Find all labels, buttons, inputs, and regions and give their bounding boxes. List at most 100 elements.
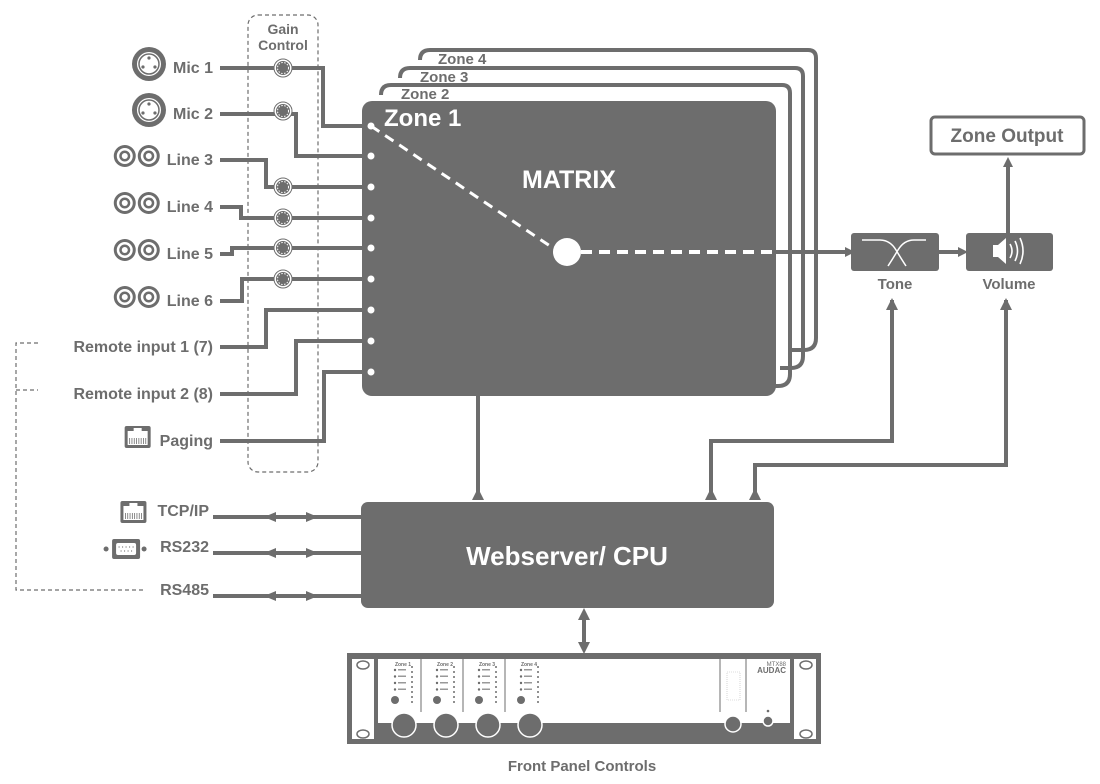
front-panel-zone: Zone 2 xyxy=(420,659,459,738)
master-volume-knob[interactable] xyxy=(724,715,742,733)
webserver-cpu-box xyxy=(361,502,774,608)
gain-knob-icon[interactable] xyxy=(273,208,293,228)
input-wiring xyxy=(220,66,362,443)
arrow-right-icon xyxy=(306,591,318,601)
zone-stack: Zone 4 Zone 3 Zone 2 xyxy=(379,48,818,388)
input-label: Remote input 2 (8) xyxy=(73,386,213,403)
remote-rs485-link xyxy=(15,342,146,591)
arrow-right-icon xyxy=(306,512,318,522)
input-item: Line 6 xyxy=(113,286,213,310)
input-label: Paging xyxy=(160,433,213,450)
rj45-icon xyxy=(124,426,151,448)
input-item: Remote input 2 (8) xyxy=(73,386,213,403)
gain-knobs xyxy=(273,58,293,289)
input-label: Line 4 xyxy=(167,199,213,216)
gain-knob-icon[interactable] xyxy=(273,238,293,258)
zone-select-button[interactable] xyxy=(391,696,399,704)
matrix-input-dot xyxy=(367,214,375,222)
input-label: Mic 1 xyxy=(173,60,213,77)
gain-control-label: Gain xyxy=(267,21,298,37)
rca-icon xyxy=(113,145,160,167)
matrix-input-dot xyxy=(367,244,375,252)
matrix-label: MATRIX xyxy=(522,166,616,194)
zone-3-label: Zone 3 xyxy=(420,69,468,86)
input-label: Line 6 xyxy=(167,293,213,310)
zone-select-button[interactable] xyxy=(475,696,483,704)
zone-output-label: Zone Output xyxy=(951,126,1065,147)
control-port-tcpip: TCP/IP xyxy=(120,501,361,523)
arrow-right-icon xyxy=(306,548,318,558)
matrix-crosspoint xyxy=(553,238,581,266)
input-label: Mic 2 xyxy=(173,106,213,123)
front-panel-zone: Zone 3 xyxy=(462,659,501,738)
zone-4-label: Zone 4 xyxy=(438,51,487,68)
gain-knob-icon[interactable] xyxy=(273,177,293,197)
zone-2-panel xyxy=(379,83,792,388)
db9-icon xyxy=(103,539,147,559)
matrix-route-line xyxy=(370,124,554,250)
gain-control-region: Gain Control xyxy=(247,14,319,473)
zone-volume-knob[interactable] xyxy=(475,712,501,738)
input-item: Mic 1 xyxy=(131,47,213,81)
control-port-label: RS485 xyxy=(160,582,209,599)
matrix-input-dot xyxy=(367,275,375,283)
rj45-icon xyxy=(120,501,147,523)
xlr-icon xyxy=(131,93,166,127)
zone-volume-knob[interactable] xyxy=(433,712,459,738)
control-port-rs232: RS232 xyxy=(103,539,361,559)
rca-icon xyxy=(113,239,160,261)
front-panel-zone-label: Zone 2 xyxy=(437,662,453,668)
cpu-volume-wire xyxy=(753,300,1008,500)
input-label: Line 5 xyxy=(167,246,213,263)
model-label: MTX88 xyxy=(767,662,787,668)
zone-volume-knob[interactable] xyxy=(517,712,543,738)
front-panel-zone: Zone 4 xyxy=(504,659,543,738)
front-panel-zone-label: Zone 1 xyxy=(395,662,411,668)
arrow-left-icon xyxy=(264,512,276,522)
control-port-rs485: RS485 xyxy=(160,582,361,601)
matrix-input-dot xyxy=(367,368,375,376)
arrow-left-icon xyxy=(264,548,276,558)
input-item: Line 5 xyxy=(113,239,213,263)
input-item: Mic 2 xyxy=(131,93,213,127)
gain-knob-icon[interactable] xyxy=(273,58,293,78)
tone-label: Tone xyxy=(878,276,913,293)
gain-control-label: Control xyxy=(258,37,308,53)
rca-icon xyxy=(113,286,160,308)
input-item: Remote input 1 (7) xyxy=(73,339,213,356)
volume-block[interactable] xyxy=(966,233,1053,271)
front-panel-zone-label: Zone 3 xyxy=(479,662,495,668)
input-label: Line 3 xyxy=(167,152,213,169)
cpu-tone-wire xyxy=(709,300,894,500)
zone-select-button[interactable] xyxy=(517,696,525,704)
input-label: Remote input 1 (7) xyxy=(73,339,213,356)
power-button[interactable] xyxy=(762,715,774,727)
zone-1-label: Zone 1 xyxy=(384,105,461,132)
matrix-input-dot xyxy=(367,183,375,191)
control-port-label: TCP/IP xyxy=(157,503,209,520)
zone-volume-knob[interactable] xyxy=(391,712,417,738)
gain-knob-icon[interactable] xyxy=(273,269,293,289)
input-item: Paging xyxy=(124,426,213,450)
input-item: Line 3 xyxy=(113,145,213,169)
tone-curve-icon xyxy=(862,239,926,267)
volume-label: Volume xyxy=(982,276,1035,293)
front-panel-caption: Front Panel Controls xyxy=(508,758,656,775)
front-panel-zone-label: Zone 4 xyxy=(521,662,537,668)
speaker-icon xyxy=(993,237,1024,265)
zone-select-button[interactable] xyxy=(433,696,441,704)
zone-4-panel xyxy=(418,48,818,352)
gain-knob-icon[interactable] xyxy=(273,101,293,121)
zone-3-panel xyxy=(398,66,805,370)
matrix-input-dot xyxy=(367,337,375,345)
control-port-label: RS232 xyxy=(160,539,209,556)
matrix-input-dot xyxy=(367,306,375,314)
xlr-icon xyxy=(131,47,166,81)
input-labels: Mic 1 Mic 2 Line 3 Line 4 Line 5 Line 6 Remote… xyxy=(73,47,213,450)
zone-output-box xyxy=(929,115,1086,156)
rca-icon xyxy=(113,192,160,214)
tone-block[interactable] xyxy=(851,233,939,271)
